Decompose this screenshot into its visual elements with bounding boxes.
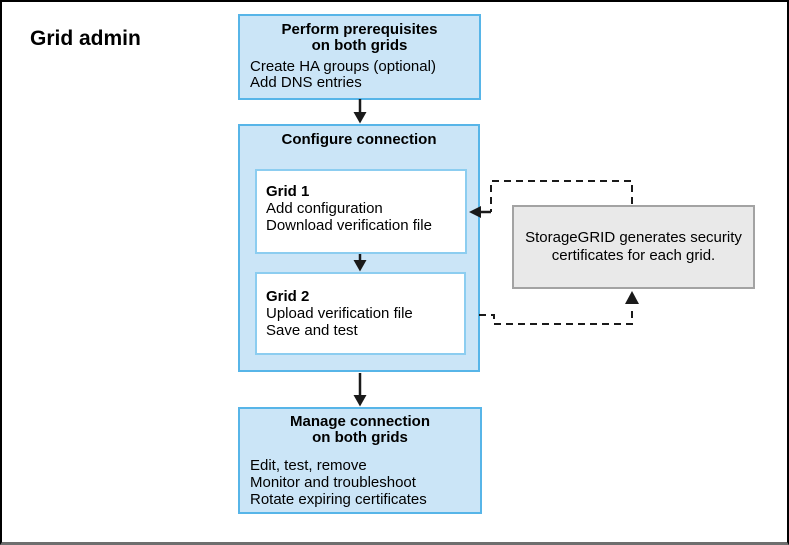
step-body-prerequisites: Create HA groups (optional) Add DNS entr… [250, 59, 479, 91]
step-item: Edit, test, remove [250, 457, 367, 474]
step-item: Rotate expiring certificates [250, 491, 427, 508]
callout-line: StorageGRID generates security [525, 229, 742, 246]
step-body-manage-connection: Edit, test, remove Monitor and troublesh… [250, 457, 480, 508]
arrow-up-icon [625, 291, 639, 304]
step-item: Create HA groups (optional) [250, 58, 436, 75]
callout-certificates: StorageGRID generates security certifica… [512, 205, 755, 289]
step-box-prerequisites: Perform prerequisites on both grids Crea… [238, 14, 481, 100]
step-title-line: Perform prerequisites [281, 21, 438, 38]
grid1-title: Grid 1 [266, 183, 310, 200]
grid2-title: Grid 2 [266, 288, 310, 305]
arrow-down-icon [353, 99, 367, 124]
step-item: Monitor and troubleshoot [250, 474, 416, 491]
grid1-item: Add configuration [266, 200, 383, 217]
dashed-connector-grid2-to-callout [479, 291, 639, 325]
arrow-down-icon [353, 373, 367, 407]
step-item: Add DNS entries [250, 74, 362, 91]
page-title: Grid admin [30, 27, 141, 50]
grid2-box: Grid 2 Upload verification file Save and… [255, 272, 466, 355]
grid2-item: Save and test [266, 322, 358, 339]
step-box-manage-connection: Manage connection on both grids Edit, te… [238, 407, 482, 514]
step-title-line: on both grids [311, 37, 408, 54]
grid1-box: Grid 1 Add configuration Download verifi… [255, 169, 467, 254]
callout-line: certificates for each grid. [551, 247, 716, 264]
step-title-prerequisites: Perform prerequisites on both grids [240, 22, 479, 54]
step-title-line: Manage connection [289, 413, 431, 430]
grid2-item: Upload verification file [266, 305, 413, 322]
step-title-line: Configure connection [281, 131, 437, 148]
grid1-item: Download verification file [266, 217, 432, 234]
step-title-manage-connection: Manage connection on both grids [240, 414, 480, 446]
step-title-configure-connection: Configure connection [240, 132, 478, 148]
step-title-line: on both grids [312, 429, 408, 446]
